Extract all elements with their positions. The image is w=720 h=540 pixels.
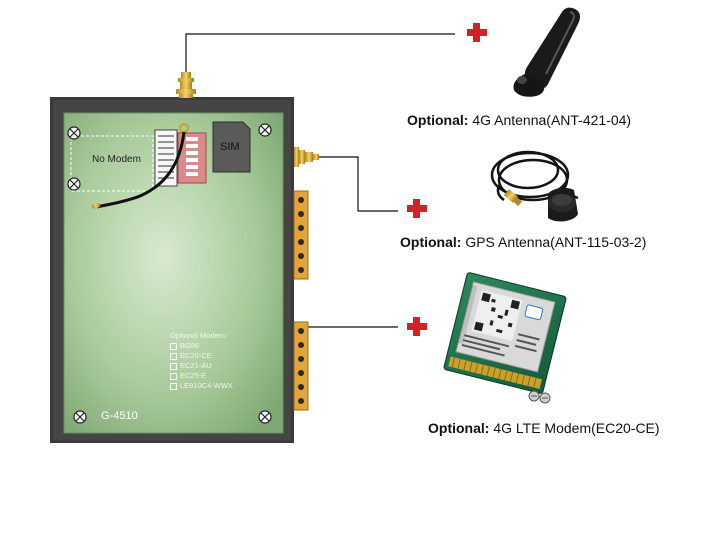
sma-connector-top <box>176 72 196 98</box>
screw-icon <box>258 410 272 424</box>
gps-antenna-image <box>490 150 579 222</box>
no-modem-label: No Modem <box>92 154 141 165</box>
checkbox-icon <box>170 382 177 390</box>
screw-icon <box>258 123 272 137</box>
option-prefix: Optional: <box>400 234 462 250</box>
device-model-label: G-4510 <box>101 410 138 422</box>
antenna-pigtail-cable <box>91 123 189 209</box>
line-4g-antenna <box>185 33 455 75</box>
option-prefix: Optional: <box>407 112 469 128</box>
option-gps-antenna-label: Optional: GPS Antenna(ANT-115-03-2) <box>400 234 646 250</box>
modem-option: BG96 <box>170 341 233 351</box>
modem-screws <box>528 390 551 404</box>
lte-modem-image <box>443 272 567 404</box>
modem-slot-outline <box>70 135 154 192</box>
plus-icon <box>407 199 427 218</box>
screw-icon <box>67 177 81 191</box>
optional-modem-heading: Optional Modem: <box>170 331 228 340</box>
sma-connector-side <box>294 147 319 167</box>
modem-option-label: BG96 <box>180 341 200 350</box>
checkbox-icon <box>170 362 177 370</box>
option-name: 4G LTE Modem(EC20-CE) <box>493 420 660 436</box>
screws <box>67 123 272 424</box>
4g-antenna-image <box>513 7 580 97</box>
modem-option: LE910C4-WWX <box>170 381 233 391</box>
checkbox-icon <box>170 372 177 380</box>
modem-option: EC20-CE <box>170 351 233 361</box>
checkbox-icon <box>170 352 177 360</box>
option-name: 4G Antenna(ANT-421-04) <box>472 112 632 128</box>
option-lte-modem-label: Optional: 4G LTE Modem(EC20-CE) <box>428 420 660 436</box>
plus-icon <box>407 317 427 336</box>
terminal-block-upper <box>293 190 309 280</box>
checkbox-icon <box>170 342 177 350</box>
plus-icon <box>467 23 487 42</box>
modem-option-label: EC21-AU <box>180 361 212 370</box>
option-prefix: Optional: <box>428 420 490 436</box>
screw-icon <box>73 410 87 424</box>
line-gps-antenna <box>318 156 398 212</box>
modem-option-label: EC25-E <box>180 371 207 380</box>
screw-icon <box>67 126 81 140</box>
option-4g-antenna-label: Optional: 4G Antenna(ANT-421-04) <box>407 112 631 128</box>
modem-option-label: EC20-CE <box>180 351 212 360</box>
option-name: GPS Antenna(ANT-115-03-2) <box>465 234 647 250</box>
modem-option: EC21-AU <box>170 361 233 371</box>
modem-option: EC25-E <box>170 371 233 381</box>
optional-modem-list: Optional Modem: BG96 EC20-CE EC21-AU EC2… <box>170 331 233 391</box>
modem-option-label: LE910C4-WWX <box>180 381 233 390</box>
gps-connector <box>503 189 523 207</box>
terminal-block-lower <box>293 321 309 411</box>
sim-label: SIM <box>220 141 240 153</box>
sim-holder <box>212 121 251 173</box>
